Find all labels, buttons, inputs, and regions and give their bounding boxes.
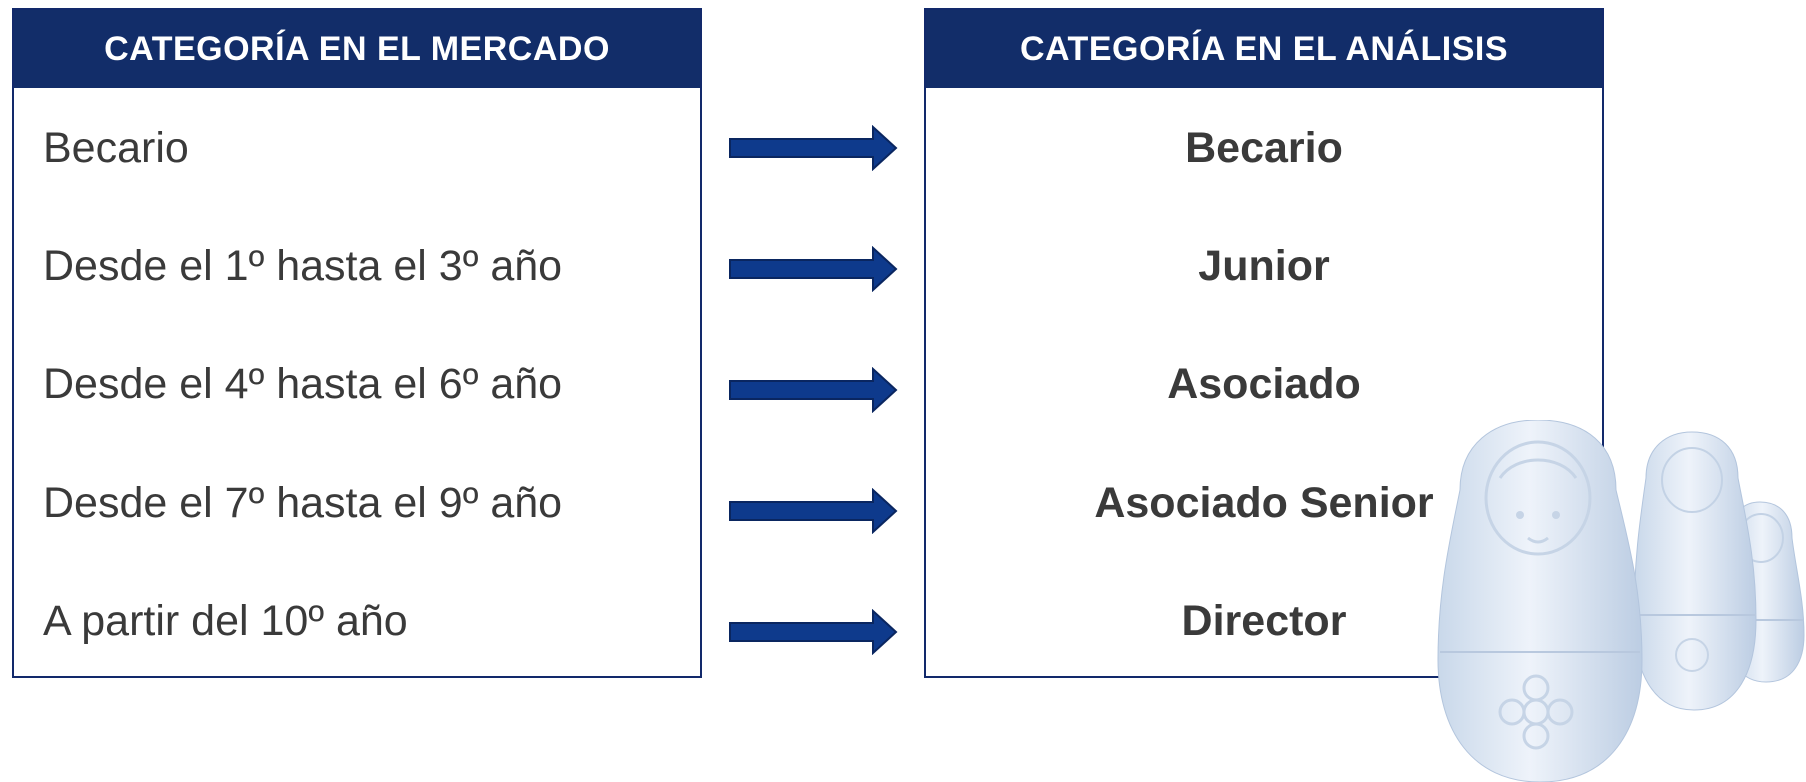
analysis-category-item: Junior — [1198, 241, 1330, 290]
analysis-category-item: Asociado — [1167, 359, 1361, 408]
market-category-header: CATEGORÍA EN EL MERCADO — [14, 10, 700, 88]
right-arrow-icon — [729, 488, 898, 534]
matryoshka-dolls-image — [1437, 420, 1805, 782]
market-category-item: Desde el 7º hasta el 9º año — [43, 478, 563, 527]
market-category-item: Desde el 4º hasta el 6º año — [43, 359, 563, 408]
analysis-category-header: CATEGORÍA EN EL ANÁLISIS — [926, 10, 1602, 88]
analysis-category-panel: CATEGORÍA EN EL ANÁLISIS Becario Junior … — [924, 8, 1604, 678]
market-category-item: Desde el 1º hasta el 3º año — [43, 241, 563, 290]
market-category-panel: CATEGORÍA EN EL MERCADO Becario Desde el… — [12, 8, 702, 678]
analysis-category-item: Asociado Senior — [1094, 478, 1434, 527]
market-category-item: A partir del 10º año — [43, 596, 408, 645]
market-category-item: Becario — [43, 123, 189, 172]
right-arrow-icon — [729, 367, 898, 413]
right-arrow-icon — [729, 609, 898, 655]
analysis-category-item: Director — [1181, 596, 1347, 645]
right-arrow-icon — [729, 246, 898, 292]
right-arrow-icon — [729, 125, 898, 171]
analysis-category-item: Becario — [1185, 123, 1343, 172]
